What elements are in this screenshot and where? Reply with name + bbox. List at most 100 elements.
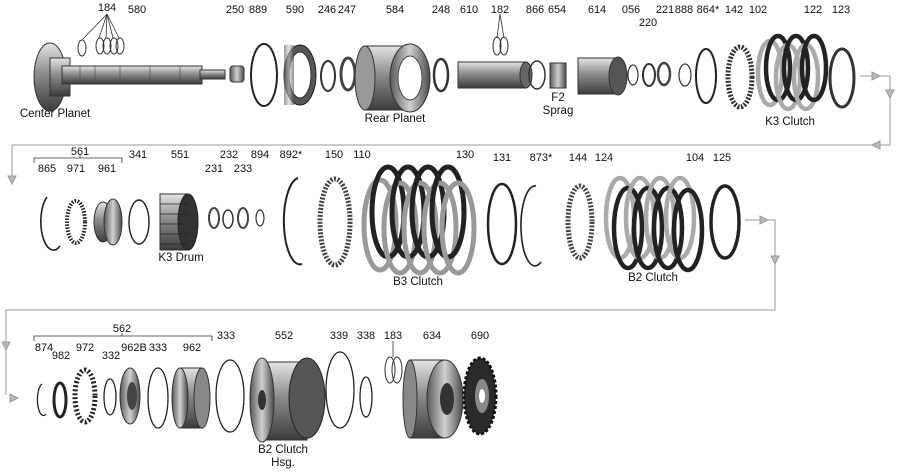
part-888 [678, 63, 692, 87]
label-590: 590 [285, 4, 305, 16]
flow-arrow-row1-row2 [7, 71, 895, 186]
label-246: 246 [317, 4, 337, 16]
label-865: 865 [37, 163, 57, 175]
label-122: 122 [803, 4, 823, 16]
label-250: 250 [225, 4, 245, 16]
label-866: 866 [525, 4, 545, 16]
b3-clutch-pack [361, 164, 477, 276]
label-056: 056 [621, 4, 641, 16]
label-221: 221 [655, 4, 675, 16]
label-864: 864* [696, 4, 720, 16]
part-250 [229, 65, 245, 83]
label-584: 584 [385, 4, 405, 16]
part-610-sleeve [457, 61, 533, 89]
label-971: 971 [66, 163, 86, 175]
label-220: 220 [638, 17, 658, 29]
name-f2-sprag-2: Sprag [542, 105, 574, 117]
label-130: 130 [455, 149, 475, 161]
part-551-k3-drum [159, 193, 199, 251]
part-873-snap-ring [520, 185, 542, 267]
part-972-spring [72, 367, 98, 425]
part-889-snap-ring [250, 43, 278, 107]
label-888: 888 [674, 4, 694, 16]
label-247: 247 [337, 4, 357, 16]
label-614: 614 [587, 4, 607, 16]
label-333-b: 333 [216, 330, 236, 342]
part-971-spring [65, 199, 87, 245]
label-333-a: 333 [148, 342, 168, 354]
label-962b: 962B [121, 342, 147, 354]
label-183: 183 [383, 330, 403, 342]
name-k3-drum: K3 Drum [158, 252, 204, 264]
part-232 [222, 209, 234, 229]
label-125: 125 [712, 152, 732, 164]
label-654: 654 [547, 4, 567, 16]
part-894 [255, 209, 265, 227]
row1-leaders [81, 13, 505, 41]
label-962: 962 [182, 342, 202, 354]
label-131: 131 [492, 152, 512, 164]
label-182: 182 [490, 4, 510, 16]
label-634: 634 [422, 330, 442, 342]
label-104: 104 [685, 152, 705, 164]
part-183-rings [384, 356, 403, 384]
part-184-rings [77, 37, 125, 57]
part-580-center-planet-shaft [33, 42, 226, 112]
part-221 [656, 61, 672, 87]
label-123: 123 [831, 4, 851, 16]
label-982: 982 [51, 350, 71, 362]
label-339: 339 [329, 330, 349, 342]
k3-clutch-pack [755, 33, 829, 112]
label-124: 124 [594, 152, 614, 164]
label-873: 873* [529, 152, 553, 164]
label-231: 231 [204, 163, 224, 175]
part-247 [339, 56, 357, 92]
label-184: 184 [97, 2, 117, 14]
label-561: 561 [70, 146, 90, 158]
part-142 [725, 44, 755, 110]
label-552: 552 [274, 330, 294, 342]
label-144: 144 [568, 152, 588, 164]
part-864-snap-ring [695, 48, 717, 104]
label-580: 580 [127, 4, 147, 16]
label-690: 690 [470, 330, 490, 342]
part-333-b [215, 359, 245, 433]
b2-clutch-pack [603, 175, 705, 273]
label-232: 232 [219, 149, 239, 161]
part-131 [486, 182, 518, 266]
part-552-b2-clutch-housing [249, 357, 326, 443]
label-961: 961 [97, 163, 117, 175]
part-982 [52, 381, 68, 419]
part-654-f2-sprag [549, 62, 567, 89]
part-144 [565, 183, 595, 261]
label-562: 562 [112, 323, 132, 335]
part-584-rear-planet [354, 43, 431, 113]
part-182-rings [492, 36, 509, 56]
part-233 [237, 207, 249, 229]
bracket-561 [33, 155, 123, 163]
part-634-hub [402, 359, 464, 439]
label-894: 894 [250, 149, 270, 161]
name-b2-clutch-hsg-1: B2 Clutch [258, 444, 308, 456]
part-338 [359, 376, 373, 418]
part-590-gear [283, 44, 317, 106]
part-962 [171, 367, 211, 429]
label-972: 972 [75, 342, 95, 354]
label-338: 338 [356, 330, 376, 342]
name-k3-clutch: K3 Clutch [765, 116, 815, 128]
label-102: 102 [748, 4, 768, 16]
part-866 [528, 60, 546, 90]
label-248: 248 [431, 4, 451, 16]
flow-arrow-row2-row3 [1, 215, 780, 403]
part-961-piston [93, 198, 123, 246]
label-874: 874 [34, 342, 54, 354]
part-341 [128, 199, 150, 245]
name-rear-planet: Rear Planet [364, 113, 426, 125]
part-248 [432, 57, 450, 93]
name-b2-clutch-hsg-2: Hsg. [271, 457, 295, 469]
part-332 [103, 378, 117, 416]
part-220 [642, 63, 656, 87]
bracket-562 [33, 333, 213, 341]
label-110: 110 [353, 149, 371, 161]
